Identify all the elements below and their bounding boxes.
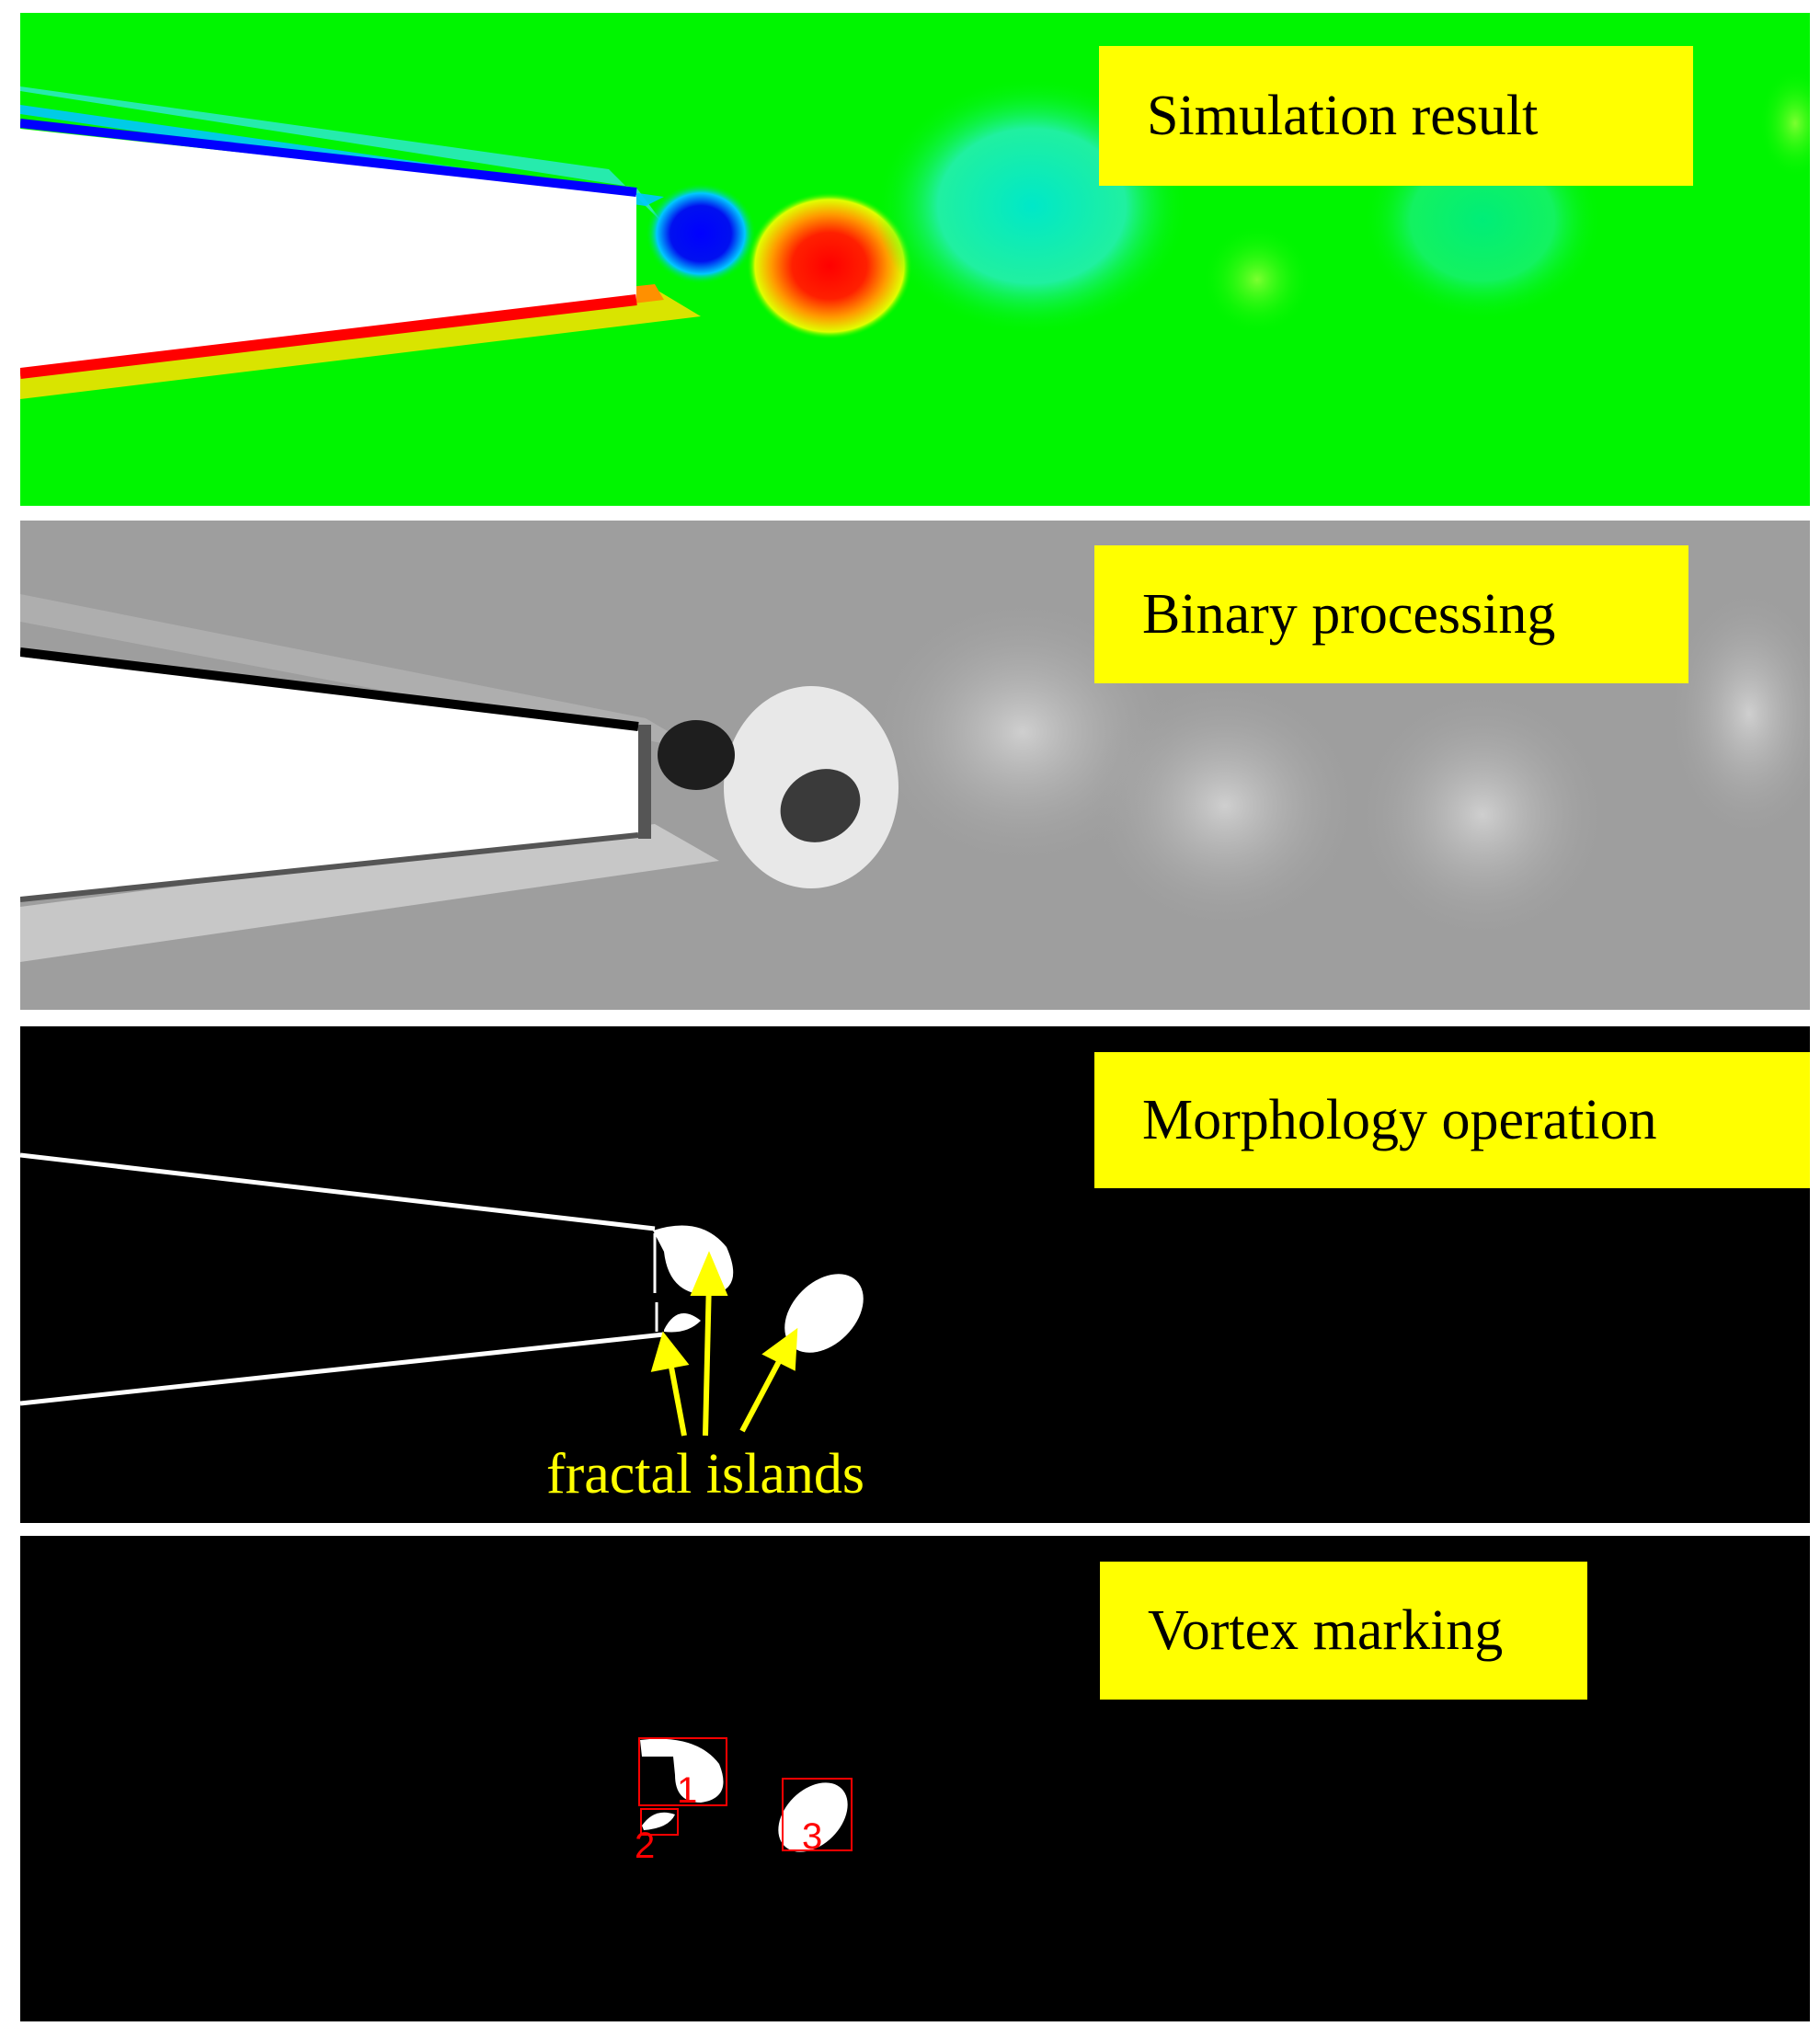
morphology-binary-plot — [20, 1152, 864, 1437]
island-lower — [664, 1313, 701, 1333]
vortex-3-number: 3 — [802, 1816, 822, 1857]
vortex-marking-panel: 1 2 3 Vortex marking — [20, 1536, 1810, 2021]
morphology-operation-label: Morphology operation — [1094, 1052, 1810, 1188]
binary-processing-panel: Binary processing — [20, 521, 1810, 1010]
vortex-marking-plot: 1 2 3 — [635, 1737, 853, 1866]
vortex-1-number: 1 — [677, 1770, 697, 1811]
binary-grayscale-plot — [20, 585, 1810, 962]
vortex-2-number: 2 — [635, 1826, 655, 1866]
vortex-2-box — [640, 1808, 679, 1836]
island-right — [784, 1274, 864, 1353]
binary-processing-label: Binary processing — [1094, 545, 1688, 683]
simulation-contour-plot — [20, 68, 1810, 399]
fractal-islands-annotation: fractal islands — [546, 1443, 865, 1506]
vortex-1-shape — [640, 1738, 724, 1803]
simulation-result-panel: Simulation result — [20, 13, 1810, 506]
vortex-3-shape — [778, 1782, 848, 1852]
vortex-marking-label: Vortex marking — [1100, 1562, 1587, 1700]
vortex-2-shape — [642, 1812, 675, 1830]
morphology-operation-panel: Morphology operation fractal islands — [20, 1026, 1810, 1523]
simulation-result-label: Simulation result — [1099, 46, 1693, 186]
vortex-1-box — [638, 1737, 727, 1806]
vortex-3-box — [782, 1778, 853, 1851]
